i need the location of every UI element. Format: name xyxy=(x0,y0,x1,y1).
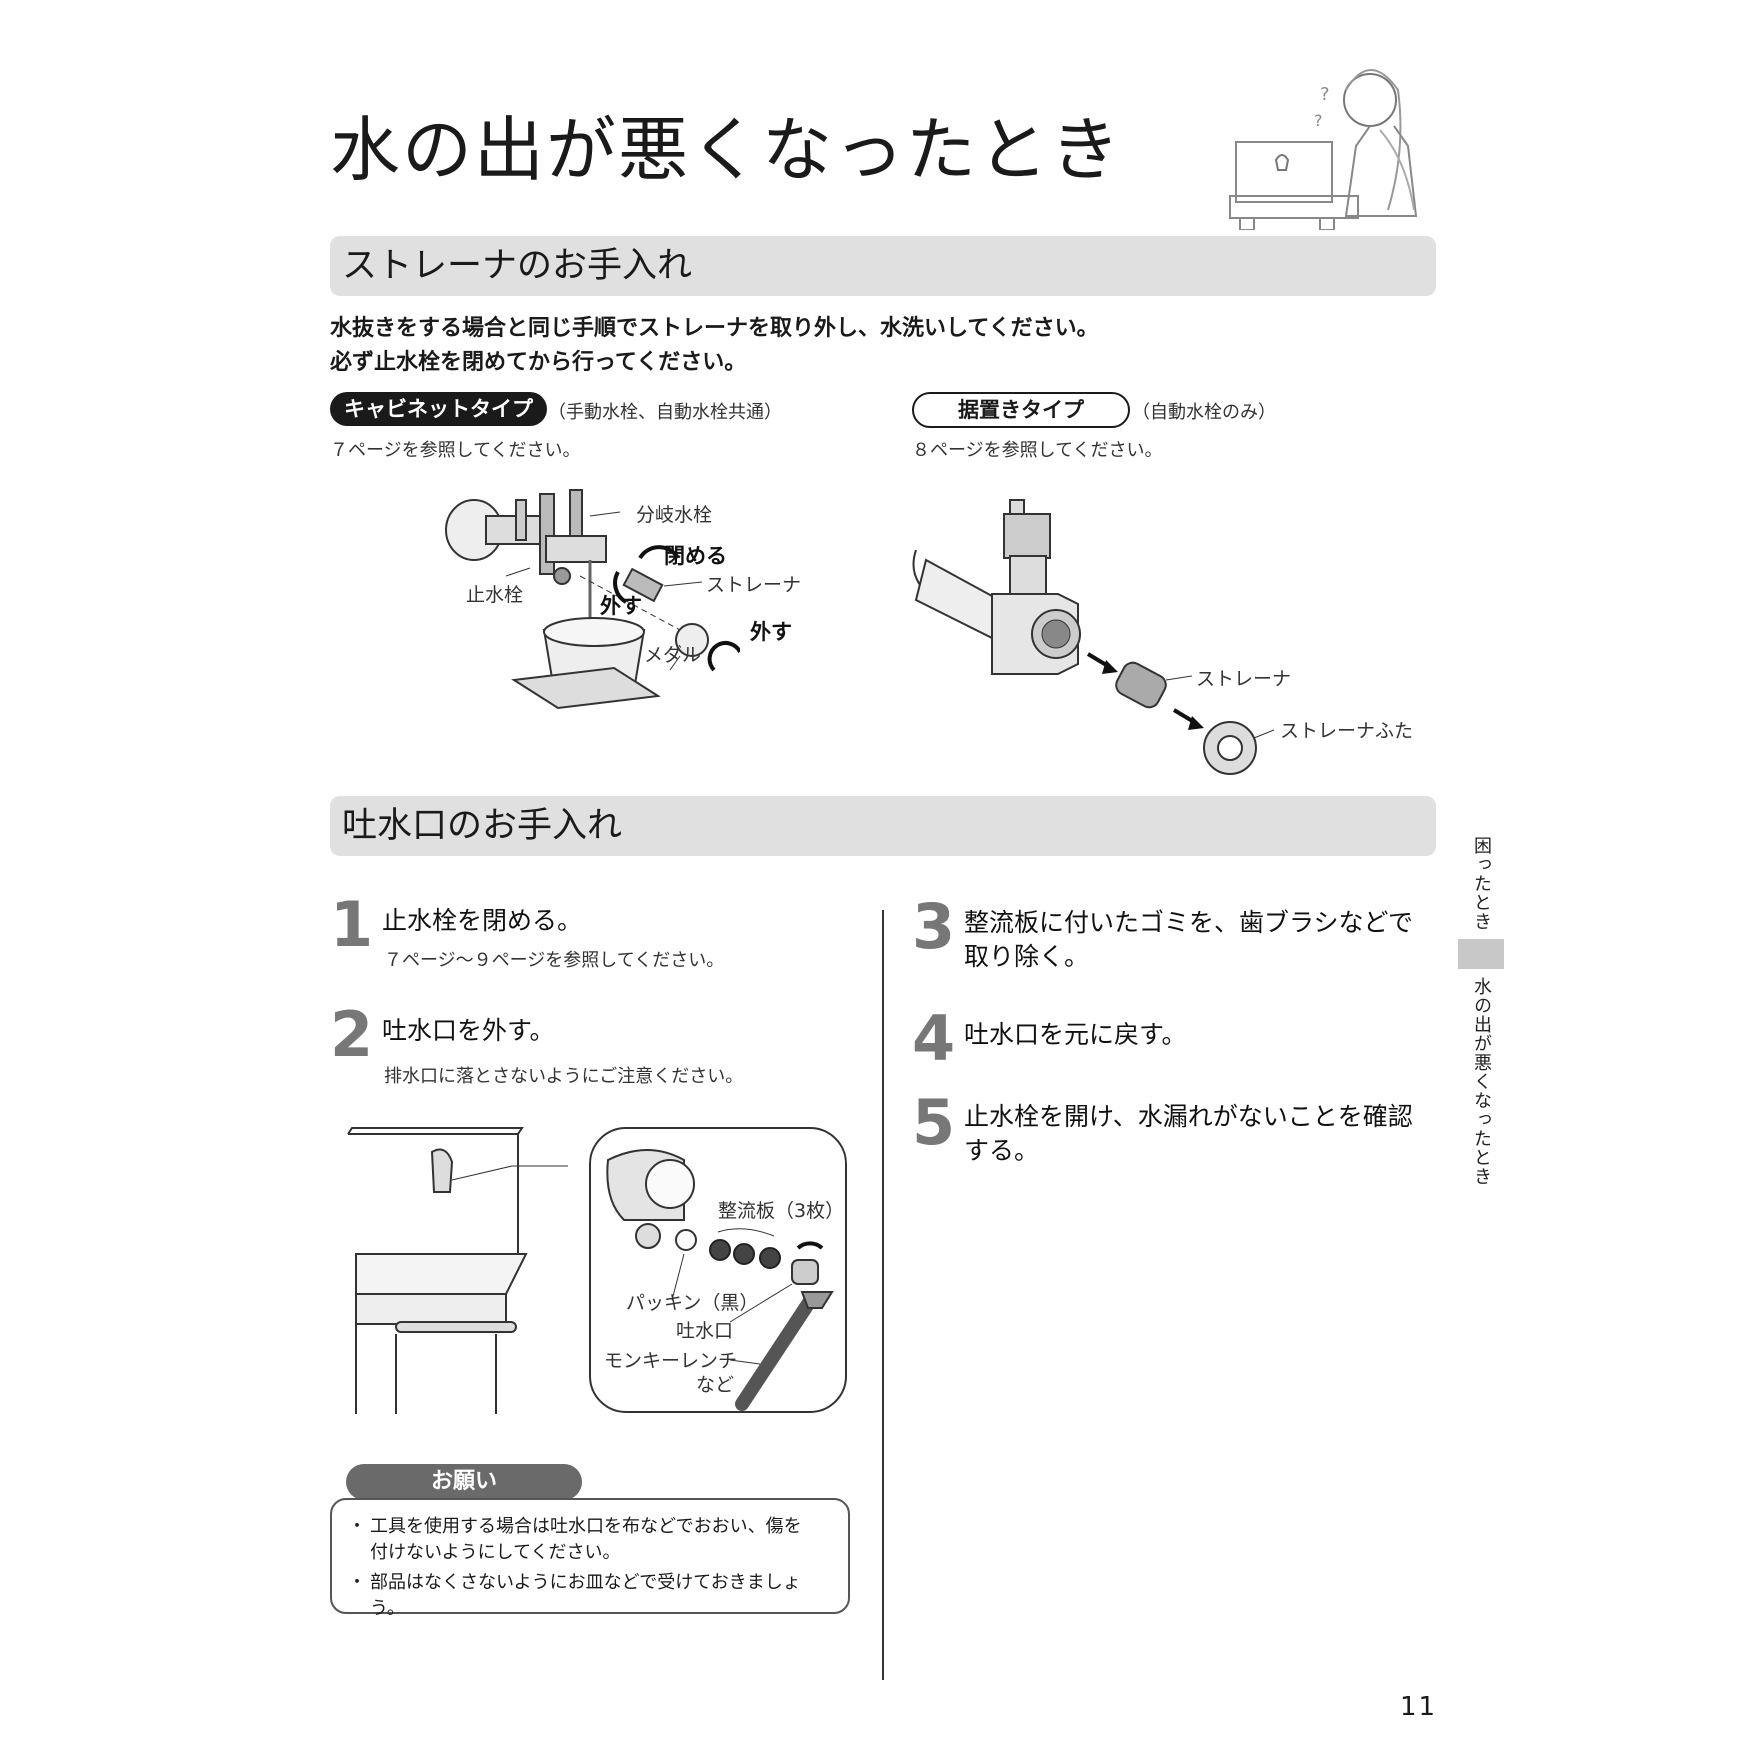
step-1-title: 止水栓を閉める。 xyxy=(382,906,583,935)
intro-line-1: 水抜きをする場合と同じ手順でストレーナを取り外し、水洗いしてください。 xyxy=(330,316,1099,341)
section-heading-spout: 吐水口のお手入れ xyxy=(330,796,1436,856)
step-3-number: 3 xyxy=(912,890,956,963)
page-title: 水の出が悪くなったとき xyxy=(330,109,1122,191)
cabinet-type-note: （手動水栓、自動水栓共通） xyxy=(548,402,782,423)
step-5-title-line-1: 止水栓を開け、水漏れがないことを確認 xyxy=(964,1102,1413,1131)
label-remove-strainer: 外す xyxy=(600,594,642,618)
label-wrench: モンキーレンチ xyxy=(604,1350,738,1372)
cabinet-strainer-diagram xyxy=(445,489,740,710)
label-straightener: 整流板（3枚） xyxy=(718,1200,845,1222)
step-3-title: 整流板に付いたゴミを、歯ブラシなどで 取り除く。 xyxy=(964,906,1413,974)
step-1-number: 1 xyxy=(330,888,374,961)
step-5-number: 5 xyxy=(912,1086,956,1159)
caution-item-1: 工具を使用する場合は吐水口を布などでおおい、傷を 付けないようにしてください。 xyxy=(348,1514,832,1566)
label-remove-medal: 外す xyxy=(750,620,792,644)
label-strainer-cap: ストレーナふた xyxy=(1280,720,1414,742)
step-5-title: 止水栓を開け、水漏れがないことを確認 する。 xyxy=(964,1100,1413,1168)
strainer-intro: 水抜きをする場合と同じ手順でストレーナを取り外し、水洗いしてください。 必ず止水… xyxy=(330,312,1099,380)
label-branch-valve: 分岐水栓 xyxy=(636,504,713,526)
step-4-number: 4 xyxy=(912,1002,956,1075)
step-3-title-line-2: 取り除く。 xyxy=(964,942,1090,971)
intro-line-2: 必ず止水栓を閉めてから行ってください。 xyxy=(330,350,747,375)
side-tab-chapter: 困ったとき xyxy=(1471,836,1492,931)
svg-text:?: ? xyxy=(1314,111,1323,130)
standalone-strainer-diagram xyxy=(912,499,1275,775)
label-strainer-standalone: ストレーナ xyxy=(1196,668,1292,690)
step-3-title-line-1: 整流板に付いたゴミを、歯ブラシなどで xyxy=(964,908,1414,937)
caution-box: 工具を使用する場合は吐水口を布などでおおい、傷を 付けないようにしてください。 … xyxy=(330,1498,850,1619)
label-medal: メダル xyxy=(644,644,702,666)
spout-removal-diagram xyxy=(347,1127,847,1414)
label-packing: パッキン（黒） xyxy=(626,1292,759,1314)
svg-text:?: ? xyxy=(1320,84,1330,105)
label-wrench-etc: など xyxy=(696,1374,735,1396)
cabinet-page-ref: ７ページを参照してください。 xyxy=(330,440,581,461)
section-heading-strainer: ストレーナのお手入れ xyxy=(330,236,1436,296)
step-2-number: 2 xyxy=(330,998,374,1071)
step-1-sub: ７ページ～９ページを参照してください。 xyxy=(384,950,725,971)
caution-item-2: 部品はなくさないようにお皿などで受けておきましょう。 xyxy=(348,1570,832,1622)
caution-tab: お願い xyxy=(346,1464,582,1500)
label-strainer-cabinet: ストレーナ xyxy=(706,574,802,596)
label-close: 閉める xyxy=(664,544,727,568)
page-number: 11 xyxy=(1400,1692,1438,1722)
step-5-title-line-2: する。 xyxy=(964,1136,1040,1165)
cabinet-type-badge: キャビネットタイプ xyxy=(330,392,547,426)
label-stop-valve: 止水栓 xyxy=(466,584,524,606)
label-spout: 吐水口 xyxy=(676,1320,734,1342)
side-tab-marker xyxy=(1458,939,1504,969)
step-2-title: 吐水口を外す。 xyxy=(382,1016,555,1045)
column-divider xyxy=(882,910,884,1680)
header-illustration: ? ? xyxy=(1229,69,1418,230)
side-tab-topic: 水の出が悪くなったとき xyxy=(1471,977,1492,1186)
side-index-tab: 困ったとき 水の出が悪くなったとき xyxy=(1458,836,1504,1186)
standalone-type-note: （自動水栓のみ） xyxy=(1132,402,1276,423)
standalone-page-ref: ８ページを参照してください。 xyxy=(912,440,1163,461)
standalone-type-badge: 据置きタイプ xyxy=(912,392,1130,428)
step-4-title: 吐水口を元に戻す。 xyxy=(964,1020,1187,1049)
step-2-sub: 排水口に落とさないようにご注意ください。 xyxy=(384,1066,744,1087)
